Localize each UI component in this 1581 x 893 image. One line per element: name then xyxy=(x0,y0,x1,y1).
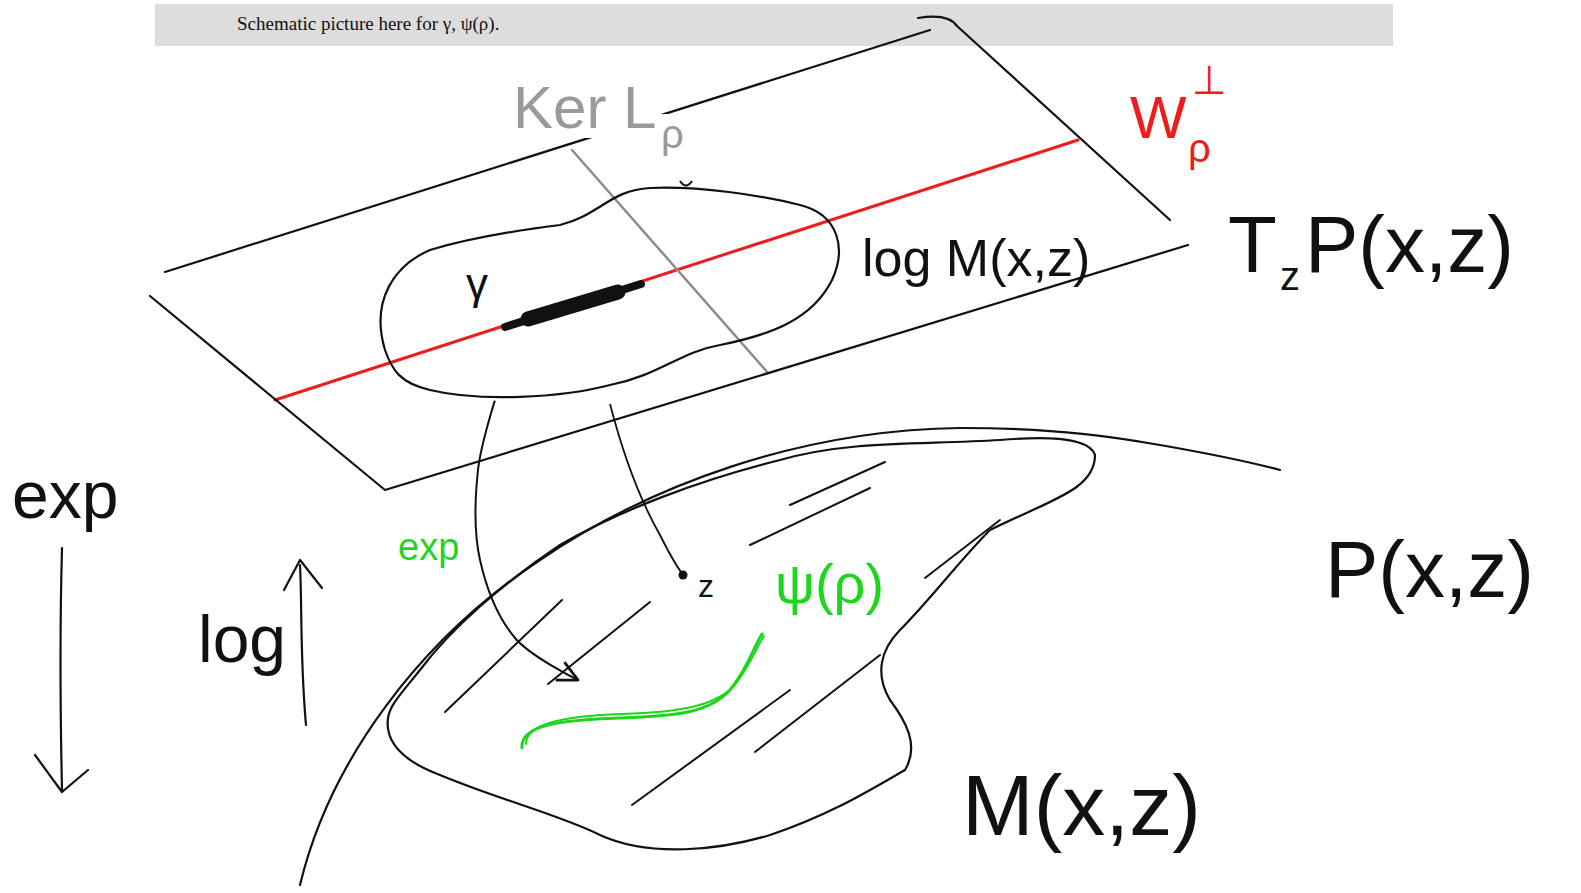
space-name: W xyxy=(1130,88,1187,148)
exp-arrow-shaft xyxy=(61,548,63,790)
m-region: M(x,z) xyxy=(375,425,1240,862)
log-arrow-head xyxy=(284,560,322,590)
gamma-segment-thick xyxy=(528,292,618,319)
hatch-line xyxy=(790,462,885,505)
log-arrow-shaft xyxy=(300,565,306,725)
plane-name: P(x,z) xyxy=(1305,205,1514,285)
hatch-line xyxy=(925,520,1000,578)
point-dot xyxy=(679,571,688,580)
log-arrow xyxy=(284,560,322,725)
plane-subscript: z xyxy=(1280,256,1300,296)
map-arrow xyxy=(475,401,578,680)
kernel-name: Ker L xyxy=(510,78,659,138)
kernel-subscript: ρ xyxy=(658,114,687,154)
hatching xyxy=(445,462,1000,805)
gamma-segment xyxy=(505,284,641,327)
surface-outline xyxy=(290,420,1565,890)
psi-stroke xyxy=(522,634,762,748)
region-name: log M(x,z) xyxy=(862,232,1090,284)
log-region-outline xyxy=(381,188,839,397)
hatch-line xyxy=(750,488,870,545)
manifold-surface: P(x,z) M(x,z) xyxy=(290,420,1565,890)
surface-name: P(x,z) xyxy=(1325,530,1534,610)
space-superscript: ⊥ xyxy=(1192,60,1227,100)
tangent-plane: TzP(x,z) log M(x,z) xyxy=(140,8,1572,508)
edge-label: exp xyxy=(398,528,459,566)
surface-outline xyxy=(300,428,1280,885)
tick-mark xyxy=(680,181,692,186)
plane-name: T xyxy=(1228,205,1277,285)
map-name: exp xyxy=(12,462,118,528)
plane-outline xyxy=(150,17,1188,490)
point-name: z xyxy=(698,570,714,602)
note-banner xyxy=(155,4,1393,46)
log-region-outline xyxy=(381,188,839,397)
hatch-line xyxy=(632,690,790,805)
exp-arrow xyxy=(35,548,88,792)
hatch-line xyxy=(445,600,562,712)
space-subscript: ρ xyxy=(1188,128,1211,168)
plane-outline xyxy=(165,30,930,272)
exp-arrow-head xyxy=(35,755,88,792)
psi-curve xyxy=(522,634,764,748)
curve-name: ψ(ρ) xyxy=(775,556,884,612)
surface-outline xyxy=(300,428,1280,885)
note-text: Schematic picture here for γ, ψ(ρ). xyxy=(237,13,499,36)
kernel-line xyxy=(572,150,768,373)
psi-stroke xyxy=(526,636,764,744)
region-name: M(x,z) xyxy=(962,762,1201,848)
map-name: log xyxy=(198,606,286,672)
curve-name: γ xyxy=(466,262,488,306)
leader-line xyxy=(610,404,681,572)
hatch-line xyxy=(755,655,880,752)
